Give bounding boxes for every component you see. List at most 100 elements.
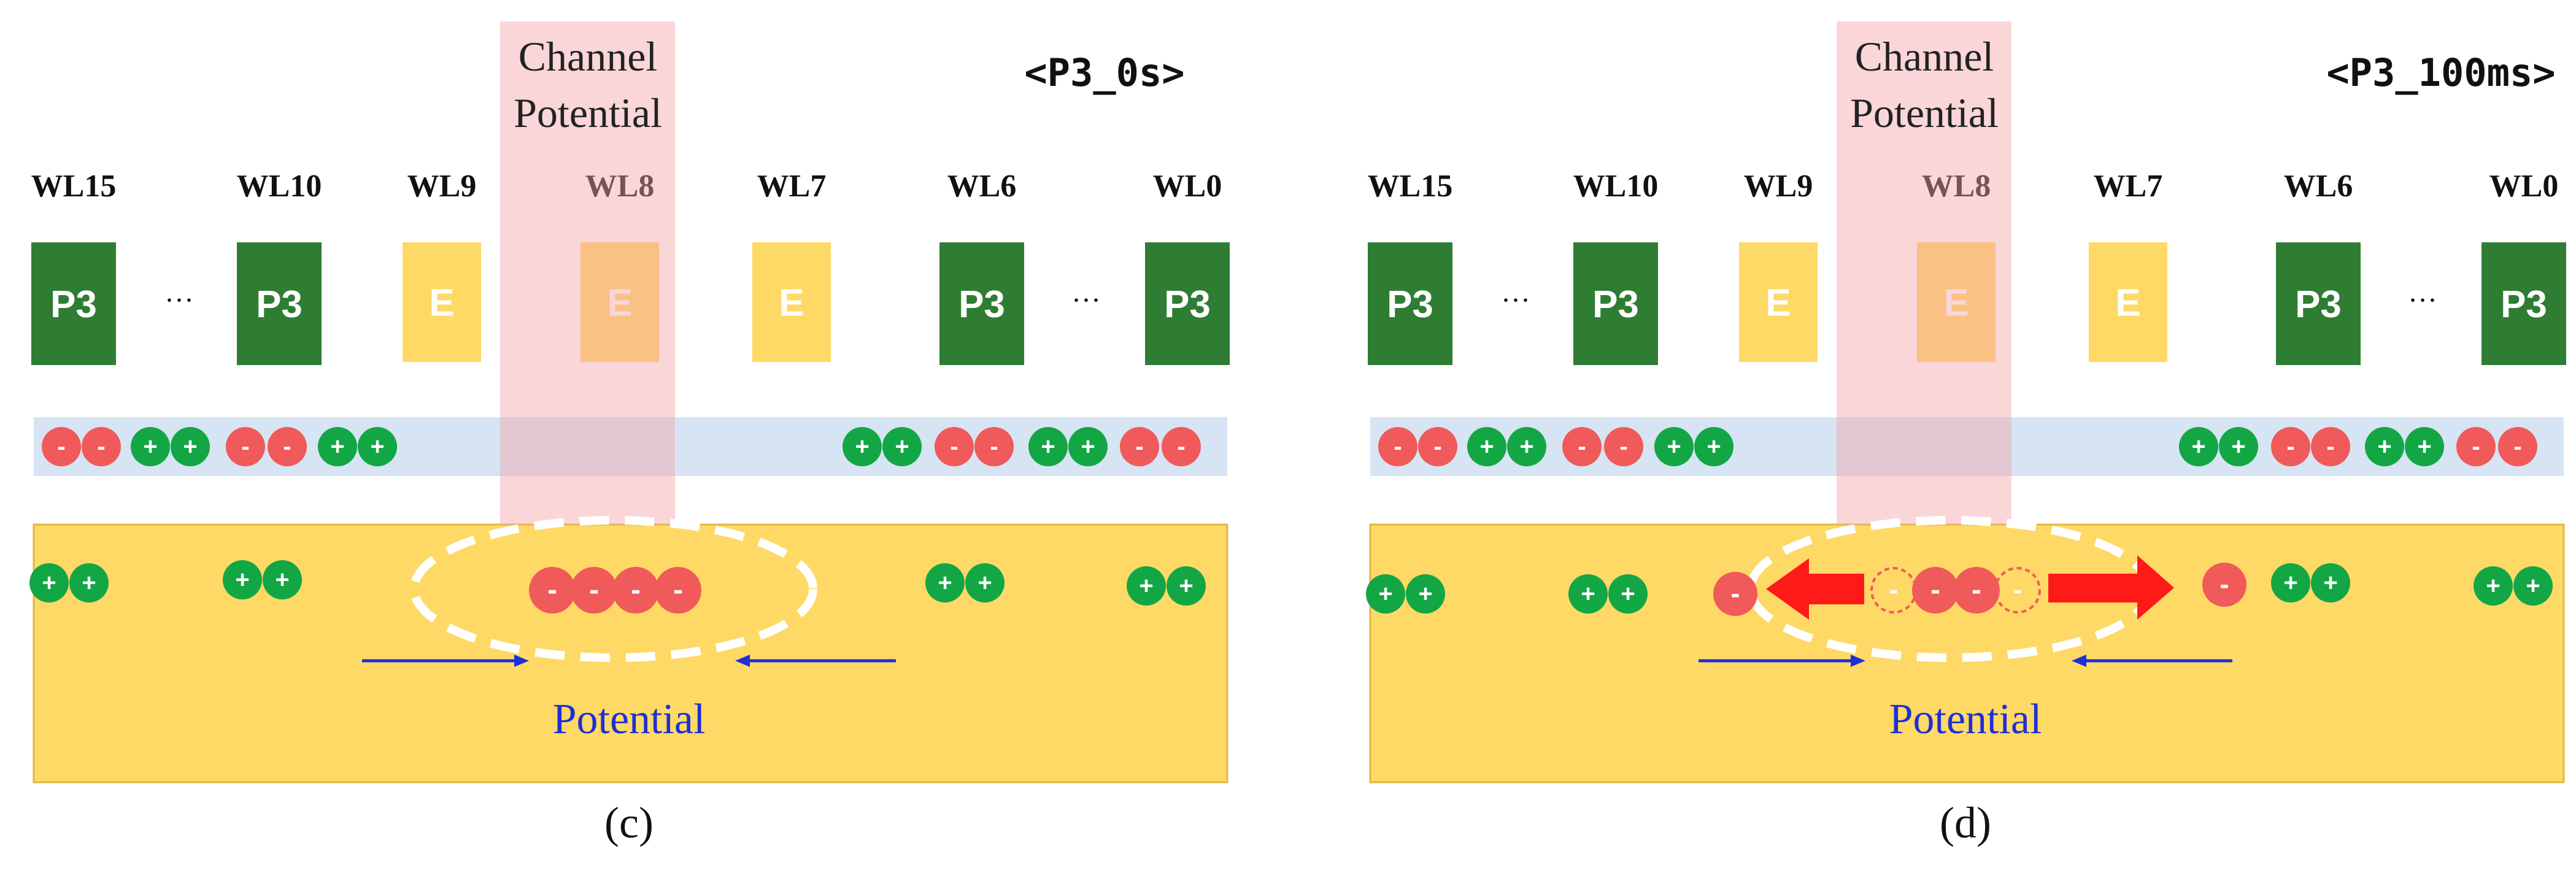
plus-sign: + (855, 433, 869, 460)
hole-charge: + (2179, 427, 2218, 466)
cell-label: E (1765, 282, 1791, 325)
electron-charge: - (655, 567, 701, 614)
hole-charge: + (1028, 427, 1068, 466)
wordline-label-wl8: WL8 (585, 169, 655, 204)
electron-charge: - (1713, 572, 1757, 616)
minus-sign: - (57, 433, 65, 460)
ellipsis-left: ··· (1501, 284, 1530, 317)
cell-label: P3 (1387, 283, 1433, 326)
minus-sign: - (631, 574, 641, 606)
hole-charge: + (1167, 566, 1206, 606)
channel-label-line2: Potential (1850, 90, 1999, 136)
electron-charge: - (2456, 427, 2496, 466)
channel-potential-overlay (500, 21, 675, 525)
minus-sign: - (241, 433, 249, 460)
rightward-red-arrow (2048, 555, 2174, 620)
hole-charge: + (263, 560, 302, 599)
arrowhead (735, 655, 750, 667)
wordline-label-wl6: WL6 (947, 169, 1017, 204)
hole-charge: + (843, 427, 882, 466)
electron-charge: - (1953, 567, 2000, 614)
electron-charge: - (2202, 563, 2246, 607)
cell-label: E (607, 282, 632, 325)
minus-sign: - (1394, 433, 1402, 460)
ellipsis-right: ··· (1071, 284, 1101, 317)
minus-sign: - (2326, 433, 2334, 460)
arrowhead (1851, 655, 1865, 667)
cell-label: P3 (1592, 283, 1639, 326)
hole-charge: + (131, 427, 170, 466)
program-cell-p3 (237, 242, 322, 365)
plus-sign: + (1418, 580, 1432, 607)
wordline-label-wl8: WL8 (1922, 169, 1991, 204)
plus-sign: + (1041, 433, 1055, 460)
program-cell-p3 (2482, 242, 2566, 365)
electron-charge: - (1418, 427, 1457, 466)
electron-charge: - (42, 427, 81, 466)
erase-cell-e (1917, 242, 1996, 362)
panel-caption: (d) (1940, 798, 1991, 847)
cell-label: E (1943, 282, 1969, 325)
cell-label: P3 (2501, 283, 2547, 326)
minus-sign: - (589, 574, 599, 606)
minus-sign: - (1972, 574, 1981, 606)
plus-sign: + (938, 569, 952, 596)
electron-charge: - (571, 567, 617, 614)
minus-sign: - (2472, 433, 2480, 460)
potential-label: Potential (553, 696, 706, 743)
electron-charge: - (612, 567, 659, 614)
plus-sign: + (2283, 569, 2297, 596)
minus-sign: - (2013, 576, 2022, 605)
plus-sign: + (370, 433, 384, 460)
hole-charge: + (358, 427, 397, 466)
wordline-label-wl9: WL9 (407, 169, 477, 204)
trapped-electron-region (410, 516, 817, 662)
wordline-label-wl10: WL10 (237, 169, 322, 204)
minus-sign: - (673, 574, 683, 606)
panel-title: <P3_0s> (1024, 50, 1184, 95)
cell-label: P3 (50, 283, 97, 326)
minus-sign: - (283, 433, 291, 460)
plus-sign: + (1081, 433, 1095, 460)
plus-sign: + (143, 433, 157, 460)
plus-sign: + (1179, 572, 1193, 599)
erase-cell-e (1739, 242, 1818, 362)
hole-charge: + (1507, 427, 1546, 466)
plus-sign: + (2526, 572, 2540, 599)
electron-charge: - (226, 427, 265, 466)
plus-sign: + (895, 433, 909, 460)
plus-sign: + (978, 569, 992, 596)
plus-sign: + (2231, 433, 2245, 460)
plus-sign: + (2486, 572, 2500, 599)
electron-charge: - (1604, 427, 1643, 466)
erase-cell-e (403, 242, 481, 362)
erase-cell-e (752, 242, 831, 362)
channel-label-line2: Potential (514, 90, 662, 136)
program-cell-p3 (939, 242, 1024, 365)
cell-label: P3 (256, 283, 303, 326)
minus-sign: - (950, 433, 958, 460)
minus-sign: - (97, 433, 105, 460)
plus-sign: + (1139, 572, 1153, 599)
hole-charge: + (2405, 427, 2444, 466)
channel-potential-overlay (1837, 21, 2011, 525)
electron-charge: - (2498, 427, 2537, 466)
electron-charge: - (1378, 427, 1417, 466)
channel-label-line1: Channel (1855, 33, 1994, 80)
electron-charge: - (974, 427, 1014, 466)
plus-sign: + (330, 433, 344, 460)
electron-charge: - (2311, 427, 2350, 466)
plus-sign: + (1581, 580, 1595, 607)
minus-sign: - (1731, 577, 1740, 609)
cell-label: P3 (2295, 283, 2342, 326)
hole-charge: + (29, 563, 69, 602)
cell-label: E (429, 282, 454, 325)
plus-sign: + (275, 566, 289, 593)
ellipsis-left: ··· (164, 284, 194, 317)
hole-charge: + (318, 427, 357, 466)
erase-cell-e (580, 242, 659, 362)
wordline-label-wl10: WL10 (1573, 169, 1659, 204)
electron-charge: - (1562, 427, 1602, 466)
